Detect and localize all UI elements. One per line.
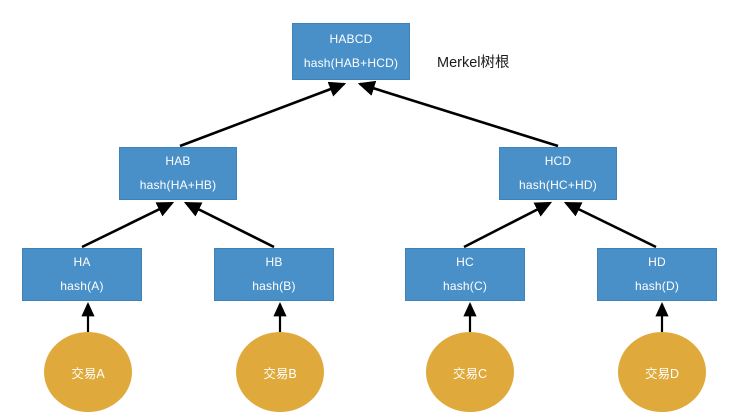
node-title: HB [265,255,283,269]
node-hash: hash(HA+HB) [139,178,217,192]
edge-hab-to-root [179,81,347,148]
transaction-label: 交易D [644,366,680,381]
node-hash: hash(B) [252,279,296,293]
transaction-label: 交易A [71,366,105,381]
edge-hcd-to-root [357,80,559,148]
edge-hb-to-hab [183,201,275,249]
transaction-node-c[interactable]: 交易C [426,332,514,412]
node-root-habcd[interactable]: HABCD hash(HAB+HCD) [292,23,410,80]
edge-hd-to-hcd [563,201,657,249]
node-title: HCD [544,154,572,168]
node-hash: hash(HAB+HCD) [303,56,399,70]
merkel-root-label: Merkel树根 [437,55,510,71]
transaction-label: 交易C [452,366,488,381]
node-hd[interactable]: HD hash(D) [597,248,717,301]
node-hash: hash(D) [634,279,680,293]
node-hc[interactable]: HC hash(C) [405,248,525,301]
node-title: HAB [165,154,191,168]
edge-ha-to-hab [81,201,175,249]
node-hash: hash(HC+HD) [519,178,597,192]
node-hash: hash(A) [60,279,104,293]
node-hcd[interactable]: HCD hash(HC+HD) [499,147,617,200]
node-title: HD [648,255,666,269]
node-title: HC [456,255,474,269]
edge-hc-to-hcd [463,201,553,249]
transaction-node-d[interactable]: 交易D [618,332,706,412]
node-title: HABCD [329,32,373,46]
node-title: HA [73,255,91,269]
node-hb[interactable]: HB hash(B) [214,248,334,301]
transaction-label: 交易B [263,366,297,381]
transaction-node-b[interactable]: 交易B [236,332,324,412]
transaction-node-a[interactable]: 交易A [44,332,132,412]
node-hash: hash(C) [442,279,488,293]
node-ha[interactable]: HA hash(A) [22,248,142,301]
node-hab[interactable]: HAB hash(HA+HB) [119,147,237,200]
